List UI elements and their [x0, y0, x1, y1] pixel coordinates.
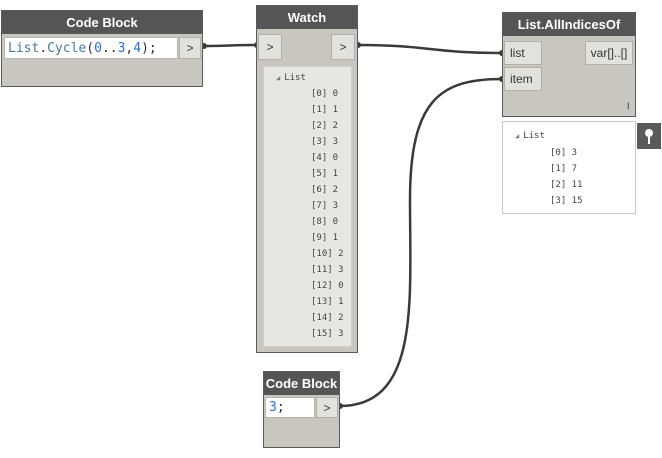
list-item: [11] 3 [311, 265, 344, 275]
list-item: [3] 3 [311, 137, 339, 147]
wire-codeblock-to-watch[interactable] [202, 43, 258, 48]
list-item: [1] 7 [550, 164, 578, 174]
input-port[interactable]: > [258, 34, 282, 60]
code-input[interactable]: List.Cycle(0..3,4); [4, 37, 178, 59]
code-block-node-2[interactable]: Code Block 3; > [263, 371, 340, 448]
list-item: [5] 1 [311, 169, 339, 179]
list-header[interactable]: ◢ List [515, 131, 545, 141]
list-item: [0] 3 [550, 148, 578, 158]
code-block-node-1[interactable]: Code Block List.Cycle(0..3,4); > [1, 10, 203, 87]
node-title: Watch [257, 6, 357, 29]
input-port-item[interactable]: item [504, 67, 542, 91]
wire-watch-to-list[interactable] [357, 43, 503, 55]
list-item: [9] 1 [311, 233, 339, 243]
code-token: 4 [133, 40, 142, 56]
watch-preview-panel[interactable]: ◢ List [0] 0 [1] 1 [2] 2 [3] 3 [4] 0 [5]… [263, 66, 352, 347]
code-token: ( [86, 40, 95, 56]
wire-codeblock2-to-item[interactable] [339, 77, 503, 408]
output-port[interactable]: > [331, 34, 355, 60]
lacing-indicator[interactable]: I [627, 101, 630, 111]
list-item: [1] 1 [311, 105, 339, 115]
input-port-list[interactable]: list [504, 41, 542, 65]
code-token: Cycle [47, 40, 87, 56]
code-token: , [125, 40, 134, 56]
code-token: ; [276, 400, 285, 415]
pin-button[interactable] [637, 123, 661, 149]
list-item: [15] 3 [311, 329, 344, 339]
output-port[interactable]: > [316, 397, 338, 418]
output-port[interactable]: > [179, 37, 201, 59]
list-item: [10] 2 [311, 249, 344, 259]
list-item: [2] 11 [550, 180, 583, 190]
code-token: ); [141, 40, 157, 56]
code-token: 3 [117, 40, 126, 56]
node-title: List.AllIndicesOf [503, 13, 635, 36]
watch-node[interactable]: Watch > > ◢ List [0] 0 [1] 1 [2] 2 [3] 3… [256, 5, 358, 353]
all-indices-of-node[interactable]: List.AllIndicesOf list item var[]..[] I [502, 12, 636, 117]
list-item: [8] 0 [311, 217, 339, 227]
pin-icon [645, 129, 653, 144]
node-title: Code Block [264, 372, 339, 395]
list-item: [3] 15 [550, 196, 583, 206]
list-item: [0] 0 [311, 89, 339, 99]
node-title: Code Block [2, 11, 202, 34]
code-input[interactable]: 3; [265, 397, 315, 418]
result-preview-panel[interactable]: ◢ List [0] 3 [1] 7 [2] 11 [3] 15 [502, 121, 636, 214]
triangle-expand-icon[interactable]: ◢ [515, 132, 520, 140]
triangle-expand-icon[interactable]: ◢ [276, 74, 281, 82]
list-item: [2] 2 [311, 121, 339, 131]
list-item: [6] 2 [311, 185, 339, 195]
code-token: .. [101, 40, 118, 56]
list-item: [7] 3 [311, 201, 339, 211]
list-label: List [284, 73, 306, 83]
code-token: . [39, 40, 48, 56]
code-token: 3 [269, 400, 277, 415]
output-port[interactable]: var[]..[] [585, 41, 633, 65]
code-token: List [8, 40, 40, 56]
list-item: [14] 2 [311, 313, 344, 323]
list-header[interactable]: ◢ List [276, 73, 306, 83]
list-item: [13] 1 [311, 297, 344, 307]
list-label: List [523, 131, 545, 141]
list-item: [12] 0 [311, 281, 344, 291]
code-token: 0 [94, 40, 102, 56]
list-item: [4] 0 [311, 153, 339, 163]
